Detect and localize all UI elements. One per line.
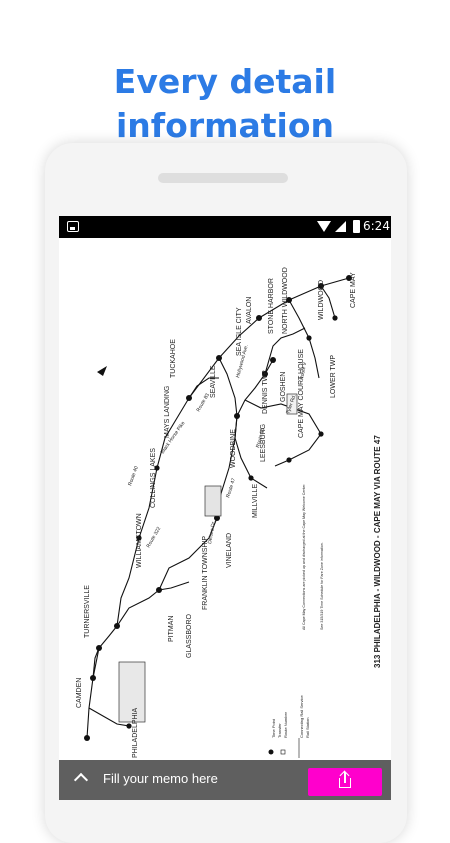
chevron-up-icon[interactable] <box>73 772 89 788</box>
route-map[interactable]: CAMDEN TURNERSVILLE WILLIAMSTOWN COLLING… <box>59 238 391 760</box>
share-icon-arrow <box>344 772 346 783</box>
road-label: Route 83 <box>196 392 211 413</box>
stop-node <box>286 297 292 303</box>
map-notes: All Cape May Connections are picked up a… <box>302 484 324 630</box>
stop-node <box>248 475 254 481</box>
place-label: AVALON <box>246 297 253 324</box>
place-label: GLASSBORO <box>186 613 193 658</box>
connection-box <box>118 661 146 723</box>
stop-node <box>84 735 90 741</box>
place-label: LEESBURG <box>260 424 267 462</box>
share-button[interactable] <box>308 768 382 796</box>
share-icon <box>339 778 351 788</box>
stop-nodes <box>84 275 352 741</box>
route-map-svg: CAMDEN TURNERSVILLE WILLIAMSTOWN COLLING… <box>76 267 382 758</box>
stop-node <box>136 535 142 541</box>
place-label: NORTH WILDWOOD <box>282 267 289 334</box>
signal-icon <box>335 221 346 232</box>
connection-box <box>286 393 298 415</box>
place-label: DENNIS TWP <box>262 370 269 414</box>
place-label: CAMDEN <box>76 678 83 708</box>
road-label: Route 55 <box>255 427 266 448</box>
stop-node <box>286 457 292 463</box>
place-label: WOODBINE <box>230 429 237 468</box>
stop-node <box>262 371 268 377</box>
stop-node <box>332 315 338 321</box>
road-label: Delsea Dr. <box>207 520 217 544</box>
transfer-icon <box>280 749 286 755</box>
place-label: WILLIAMSTOWN <box>136 513 143 568</box>
headline-line1: Every detail <box>113 62 337 101</box>
place-label: SEAVILLE <box>210 365 217 398</box>
place-label: CAPE MAY <box>350 272 357 308</box>
status-bar: 6:24 <box>59 216 391 238</box>
stop-node <box>270 357 276 363</box>
route-title: 313 PHILADELPHIA - WILDWOOD - CAPE MAY V… <box>373 435 382 668</box>
wifi-icon <box>317 221 331 232</box>
road-label: Route 40 <box>127 465 140 486</box>
stop-node <box>156 587 162 593</box>
promo-headline: Every detail information <box>0 60 450 148</box>
place-label: MAYS LANDING <box>164 386 171 438</box>
stop-node <box>306 335 312 341</box>
time-point-icon <box>268 749 274 755</box>
place-label: STONE HARBOR <box>268 278 275 334</box>
stop-node <box>154 465 160 471</box>
legend-item: Connecting Rail Service <box>299 695 304 738</box>
place-label: WILDWOOD <box>318 280 325 320</box>
connection-box <box>204 485 222 517</box>
legend-item: Transfer <box>277 723 282 738</box>
route-lines <box>86 277 350 739</box>
place-labels: CAMDEN TURNERSVILLE WILLIAMSTOWN COLLING… <box>76 267 357 758</box>
legend-item: Route Number <box>283 711 288 738</box>
stop-node <box>256 315 262 321</box>
memo-bar: Fill your memo here <box>59 760 391 800</box>
map-note: All Cape May Connections are picked up a… <box>302 484 306 630</box>
phone-screen: 6:24 <box>59 216 391 800</box>
headline-line2: information <box>115 106 334 145</box>
legend-item: Time Point <box>271 718 276 738</box>
status-time: 6:24 <box>363 219 390 233</box>
stop-node <box>216 355 222 361</box>
map-note: See 315/319 Time Schedule for Fare Zone … <box>320 542 324 630</box>
road-label: Route 322 <box>146 526 163 549</box>
stop-node <box>126 723 132 729</box>
place-label: VINELAND <box>226 533 233 568</box>
stop-node <box>186 395 192 401</box>
north-arrow-icon <box>97 366 107 376</box>
place-label: FRANKLIN TOWNSHIP <box>202 536 209 610</box>
stop-node <box>346 275 352 281</box>
place-label: PITMAN <box>168 616 175 642</box>
place-label: LOWER TWP <box>330 355 337 398</box>
stop-node <box>318 431 324 437</box>
place-label: MILLVILLE <box>252 484 259 518</box>
stop-node <box>90 675 96 681</box>
place-label: CAPE MAY COURT HOUSE <box>298 349 305 438</box>
info-boxes <box>118 393 298 723</box>
phone-earpiece <box>158 173 288 183</box>
battery-icon <box>353 220 360 233</box>
stop-node <box>114 623 120 629</box>
place-label: GOSHEN <box>280 372 287 402</box>
map-legend: Time Point Transfer Route Number Connect… <box>268 695 310 758</box>
place-label: COLLINGS LAKES <box>150 448 157 508</box>
stop-node <box>318 283 324 289</box>
place-label: TUCKAHOE <box>170 339 177 378</box>
road-label: Route 47 <box>225 477 237 498</box>
memo-input[interactable]: Fill your memo here <box>103 771 218 786</box>
stop-node <box>214 515 220 521</box>
stop-node <box>96 645 102 651</box>
place-label: TURNERSVILLE <box>84 585 91 638</box>
stop-node <box>234 413 240 419</box>
image-icon <box>67 221 79 232</box>
place-label: SEA ISLE CITY <box>236 307 243 356</box>
legend-item: Rail Station <box>305 718 310 738</box>
place-label: PHILADELPHIA <box>132 707 139 758</box>
road-label: Route 9 <box>299 362 308 381</box>
